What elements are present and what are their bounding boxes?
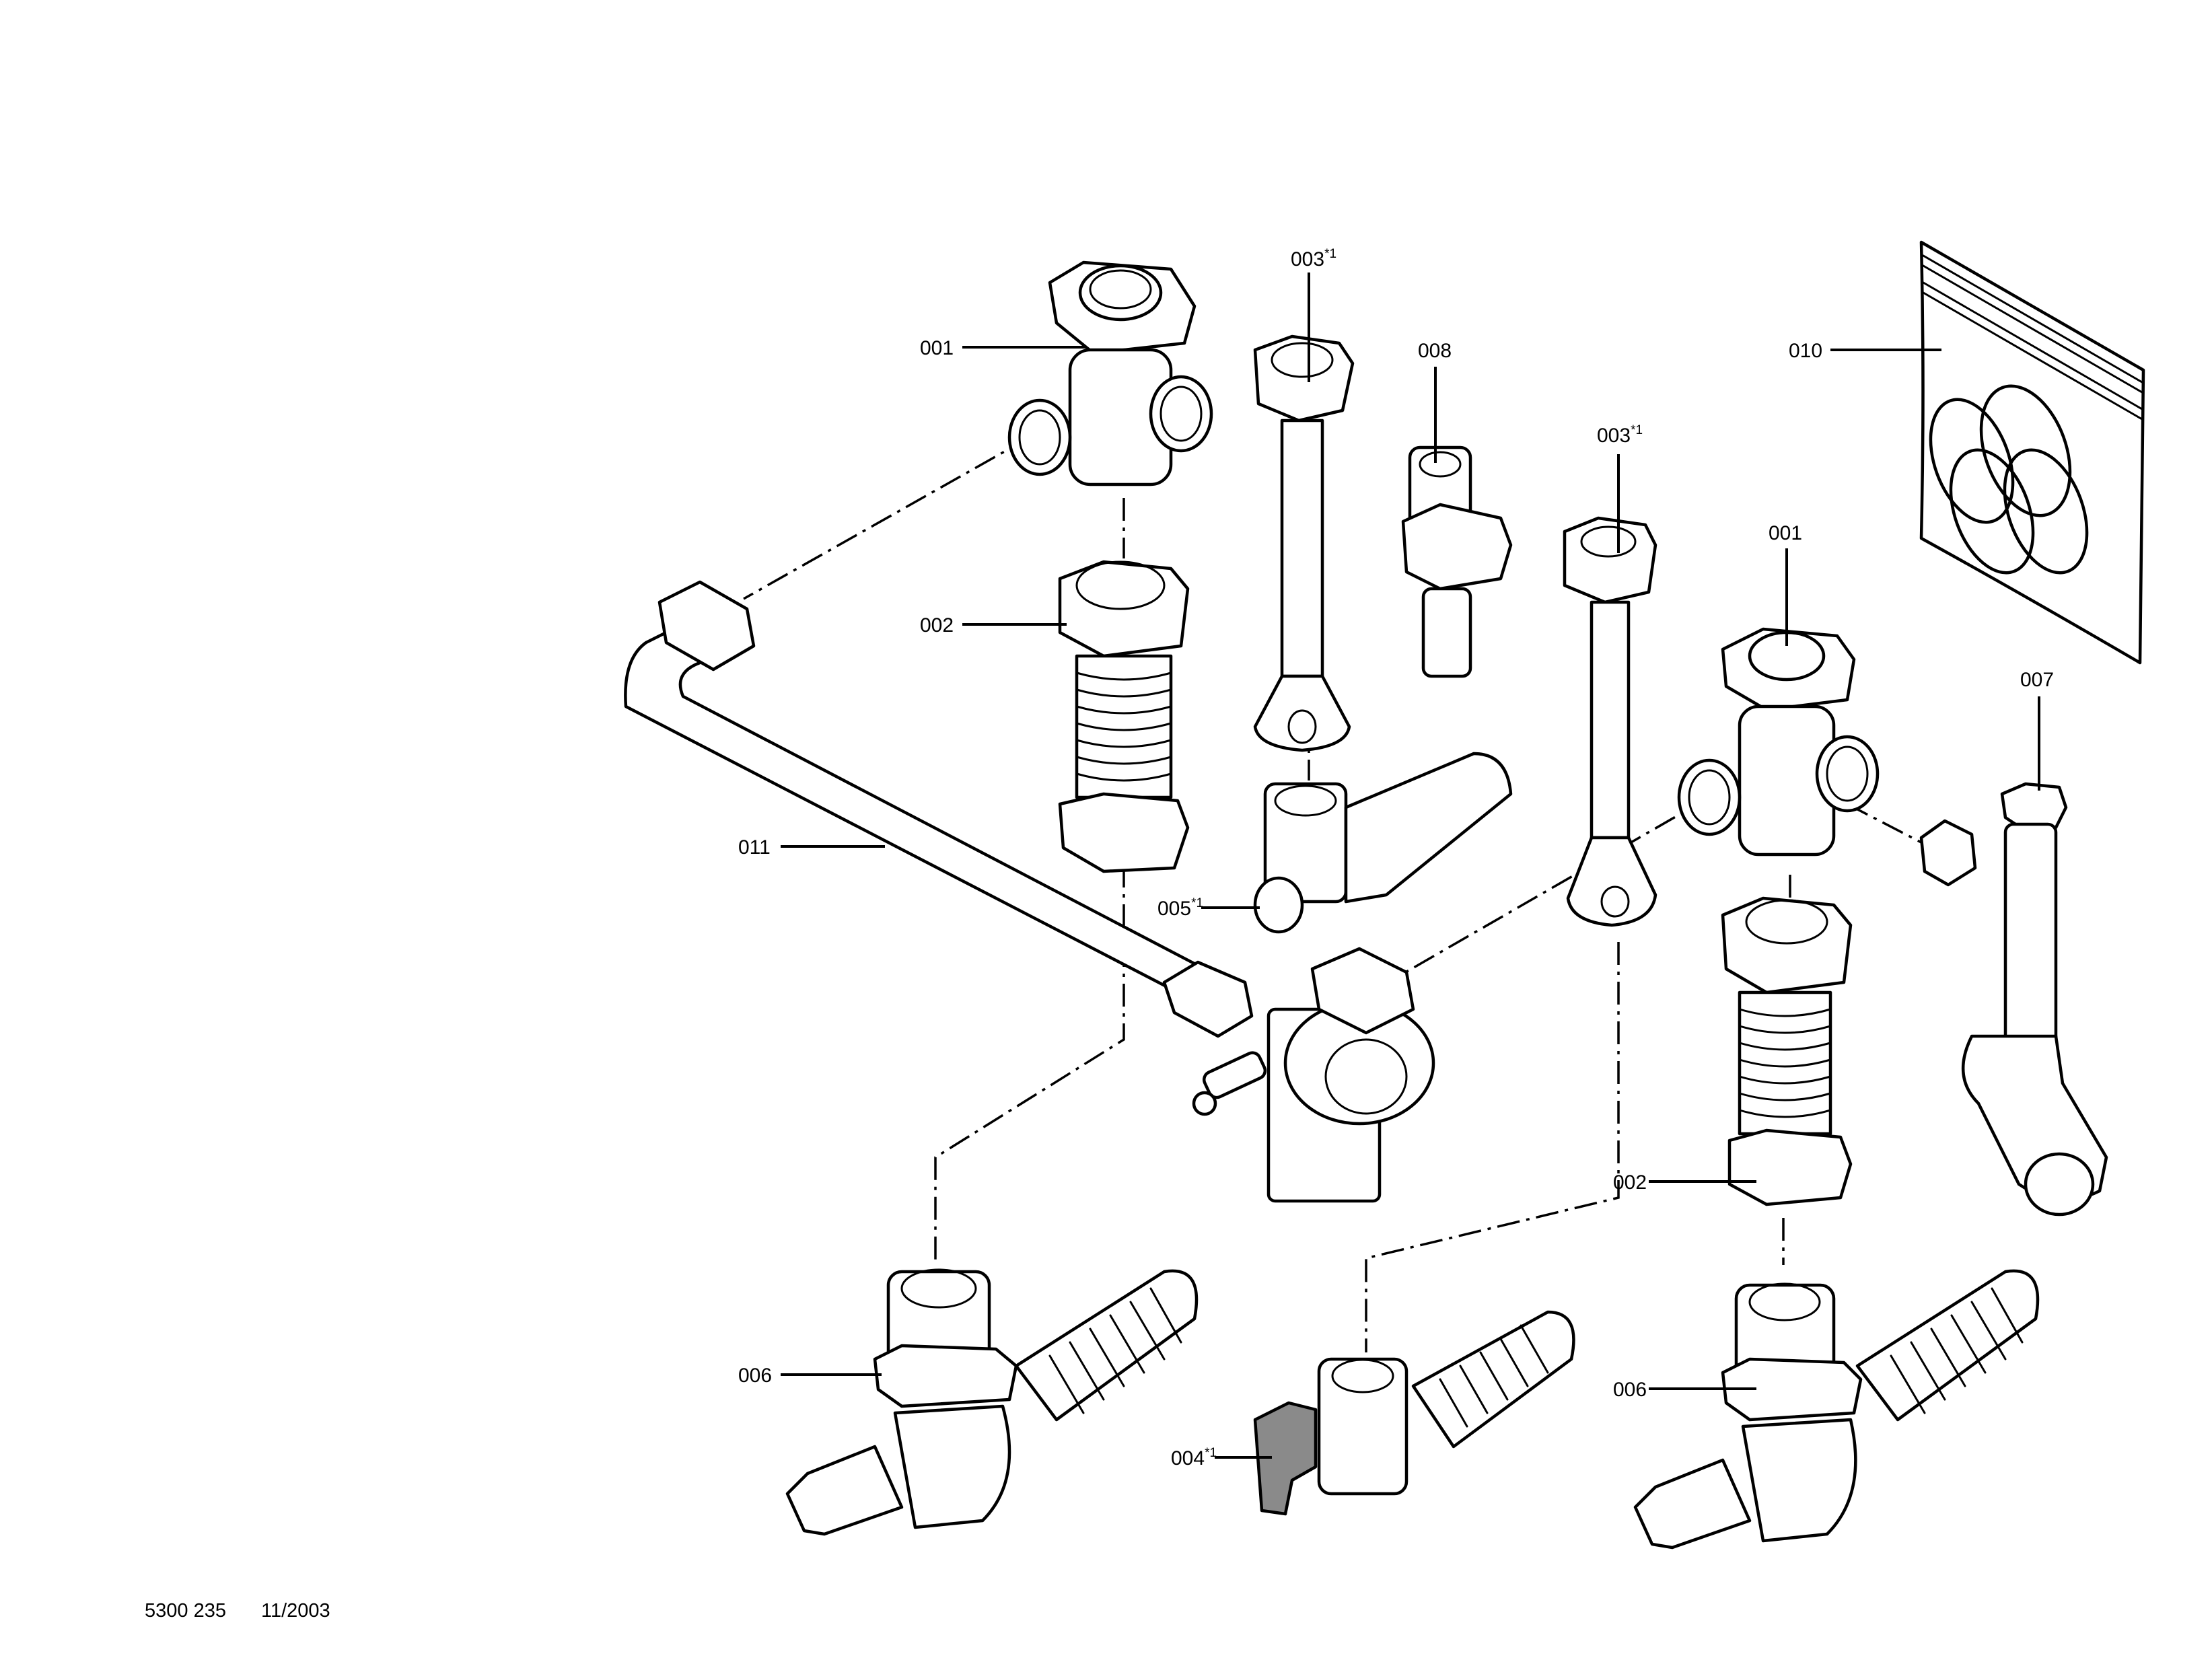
callout-008[interactable]: 008 [1418,340,1452,362]
callout-001-a[interactable]: 001 [920,337,954,359]
part-004-valve-with-handle[interactable] [1253,1310,1575,1516]
part-010-seal-kit-bag[interactable] [1915,240,2145,665]
callout-011[interactable]: 011 [738,836,771,859]
part-011-connecting-pipe[interactable] [624,580,1254,1038]
part-001-cross-fitting-b[interactable] [1677,627,1880,857]
callout-006-b[interactable]: 006 [1613,1379,1647,1401]
callout-003-a[interactable]: 003*1 [1291,247,1336,270]
part-006-drain-valve-b[interactable] [1633,1269,2040,1550]
document-number: 5300 235 [145,1600,226,1622]
part-001-cross-fitting-a[interactable] [1007,260,1213,486]
callout-002-a[interactable]: 002 [920,614,954,637]
callout-002-b[interactable]: 002 [1613,1171,1647,1194]
callout-006-a[interactable]: 006 [738,1365,772,1387]
part-002-corrugated-connector-b[interactable] [1721,896,1853,1206]
part-003-pipe-b[interactable] [1563,516,1657,927]
callout-010[interactable]: 010 [1789,340,1822,362]
part-006-drain-valve-a[interactable] [785,1268,1199,1536]
part-007-valve-assembly[interactable] [1919,782,2108,1217]
part-005-angle-valve[interactable] [1253,752,1513,934]
callout-leaders [781,273,2040,1459]
part-002-corrugated-connector-a[interactable] [1058,560,1190,873]
document-date: 11/2003 [261,1600,330,1622]
callout-005[interactable]: 005*1 [1157,896,1203,920]
callout-004[interactable]: 004*1 [1171,1446,1217,1469]
part-003-pipe-a[interactable] [1253,334,1355,752]
callout-labels: 001 002 003*1 008 003*1 010 001 007 011 … [738,247,2054,1469]
central-t-valve[interactable] [1192,947,1435,1203]
part-008-hose-nipple[interactable] [1401,445,1513,678]
callout-007[interactable]: 007 [2020,669,2054,691]
callout-001-b[interactable]: 001 [1769,522,1802,544]
callout-003-b[interactable]: 003*1 [1597,423,1643,447]
